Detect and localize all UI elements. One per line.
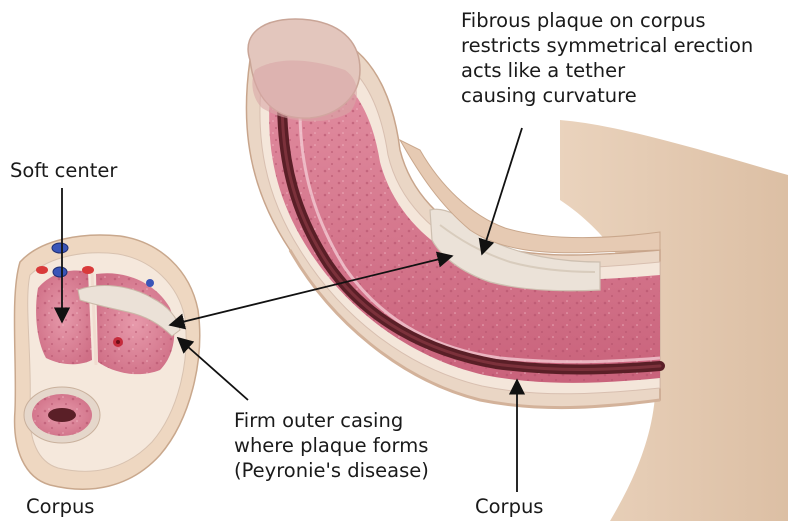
label-corpus-right-text: Corpus <box>475 494 543 519</box>
label-firm-casing-line-2: where plaque forms <box>234 433 429 458</box>
label-fibrous-plaque-line-3: acts like a tether <box>461 58 753 83</box>
label-fibrous-plaque-line-2: restricts symmetrical erection <box>461 33 753 58</box>
label-corpus-right: Corpus <box>475 494 543 519</box>
glans <box>248 19 360 121</box>
label-firm-casing-line-1: Firm outer casing <box>234 408 429 433</box>
label-soft-center: Soft center <box>10 158 117 183</box>
cross-section <box>14 235 199 489</box>
label-corpus-left-text: Corpus <box>26 494 94 519</box>
label-firm-casing-line-3: (Peyronie's disease) <box>234 458 429 483</box>
label-firm-casing: Firm outer casing where plaque forms (Pe… <box>234 408 429 483</box>
label-soft-center-text: Soft center <box>10 158 117 183</box>
label-corpus-left: Corpus <box>26 494 94 519</box>
label-fibrous-plaque-line-4: causing curvature <box>461 83 753 108</box>
label-fibrous-plaque-line-1: Fibrous plaque on corpus <box>461 8 753 33</box>
label-fibrous-plaque: Fibrous plaque on corpus restricts symme… <box>461 8 753 108</box>
